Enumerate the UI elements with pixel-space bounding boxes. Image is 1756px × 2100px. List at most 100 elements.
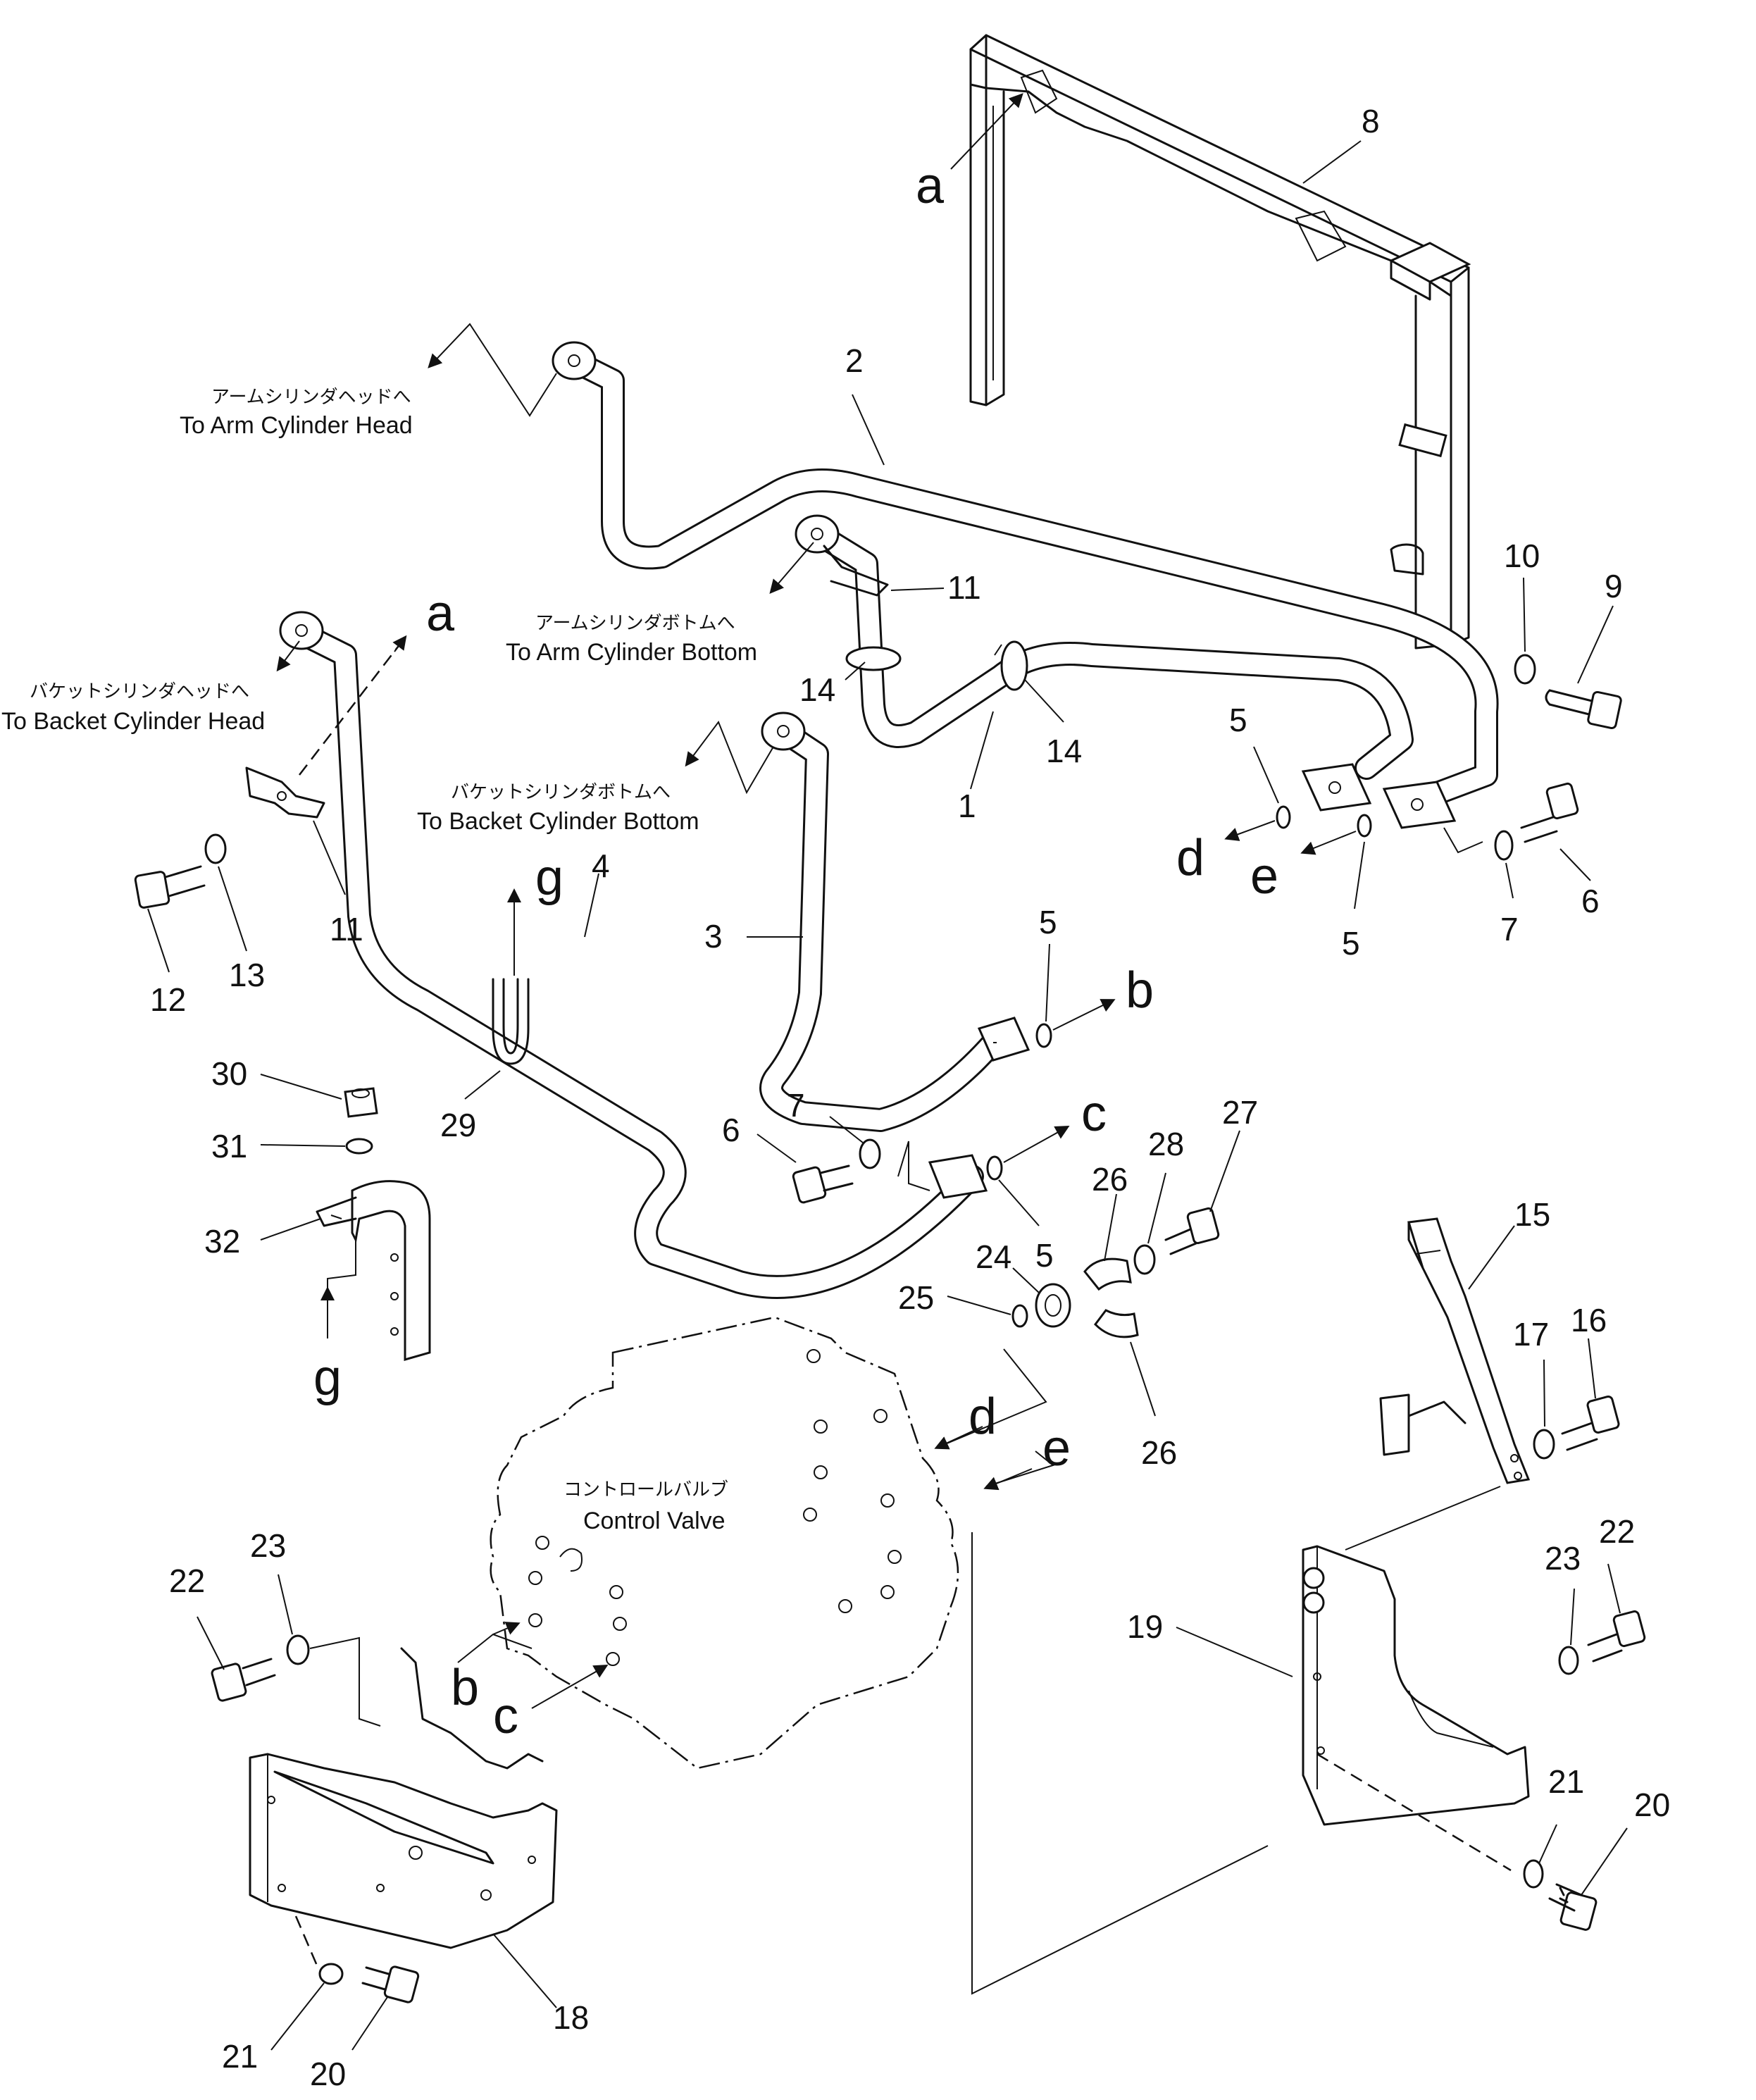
clamp-part-11-lower [245, 766, 325, 819]
washer-part-21-right [1523, 1859, 1544, 1889]
callout-3: 3 [704, 918, 723, 955]
frame-part-8 [969, 34, 1471, 650]
callout-5-c: 5 [1035, 1237, 1054, 1274]
callout-5-d: 5 [1229, 702, 1247, 738]
callout-19: 19 [1127, 1608, 1163, 1645]
callout-4: 4 [592, 847, 610, 884]
part-callouts: 1 2 3 4 5 5 5 5 6 6 7 7 8 9 10 11 11 12 … [150, 103, 1670, 2092]
o-ring-part-25 [1011, 1304, 1028, 1328]
letter-a-clamp: a [426, 585, 455, 642]
label-to-arm-bottom-jp: アームシリンダボトムへ [535, 613, 735, 634]
flange-part-3 [977, 1017, 1030, 1062]
callout-7-right: 7 [1500, 911, 1519, 948]
label-to-bucket-head-en: To Backet Cylinder Head [1, 708, 265, 735]
flange-part-2 [1382, 781, 1457, 829]
callout-13: 13 [229, 957, 265, 993]
letter-g-top: g [535, 850, 563, 906]
washer-part-31 [345, 1138, 373, 1155]
bolt-part-6-right [1520, 782, 1579, 843]
bolt-part-20-right [1548, 1883, 1598, 1931]
callout-8: 8 [1362, 103, 1380, 139]
o-ring-part-5-c [986, 1155, 1003, 1181]
callout-26-upper: 26 [1092, 1161, 1128, 1198]
label-control-valve-en: Control Valve [583, 1508, 726, 1534]
callout-6-right: 6 [1581, 883, 1600, 919]
bolt-part-20-left [361, 1965, 420, 2003]
callout-23-left: 23 [250, 1527, 286, 1564]
callout-18: 18 [553, 1999, 589, 2036]
callout-10: 10 [1504, 538, 1540, 574]
clamp-part-14-upper [845, 646, 902, 671]
label-to-bucket-head-jp: バケットシリンダヘッドへ [30, 681, 249, 702]
u-bolt-part-29 [492, 978, 530, 1065]
callout-28: 28 [1148, 1126, 1184, 1162]
flange-part-4 [928, 1154, 988, 1199]
callout-17: 17 [1513, 1316, 1549, 1353]
callout-21-left: 21 [222, 2038, 258, 2075]
annotation-labels: アームシリンダヘッドへ To Arm Cylinder Head アームシリンダ… [1, 387, 757, 1534]
callout-1: 1 [958, 788, 976, 824]
bracket-part-32 [316, 1180, 431, 1361]
washer-part-23-right [1558, 1646, 1579, 1675]
bolt-part-22-right [1587, 1610, 1646, 1663]
bracket-part-18 [249, 1647, 558, 1949]
washer-part-7-right [1494, 830, 1514, 861]
label-to-arm-bottom-en: To Arm Cylinder Bottom [506, 639, 757, 666]
callout-12: 12 [150, 981, 186, 1018]
callout-14-upper: 14 [799, 671, 835, 708]
o-ring-part-5-b [1035, 1023, 1052, 1048]
washer-part-7-left [859, 1138, 881, 1169]
bolt-part-12 [134, 865, 206, 909]
callout-11-lower: 11 [330, 911, 363, 948]
o-ring-part-5-e [1357, 814, 1372, 838]
callout-2: 2 [845, 342, 864, 379]
letter-b-pipe: b [1126, 962, 1154, 1019]
callout-31: 31 [211, 1128, 247, 1164]
callout-24: 24 [976, 1238, 1011, 1275]
letter-b-valve: b [451, 1660, 479, 1716]
o-ring-part-5-d [1276, 805, 1291, 829]
callout-30: 30 [211, 1055, 247, 1092]
washer-part-13 [204, 833, 227, 864]
label-to-arm-head-jp: アームシリンダヘッドへ [211, 387, 411, 408]
label-control-valve-jp: コントロールバルブ [563, 1479, 728, 1501]
control-valve [490, 1316, 959, 1770]
connection-letters: a a b b c c d d e e g g [313, 158, 1278, 1744]
callout-21-right: 21 [1548, 1763, 1584, 1800]
callout-32: 32 [204, 1223, 240, 1260]
flange-part-1 [1301, 763, 1372, 812]
clamp-part-11-upper [823, 545, 889, 597]
label-to-bucket-bottom-en: To Backet Cylinder Bottom [417, 808, 699, 835]
bolt-part-9 [1545, 689, 1622, 730]
label-to-bucket-bottom-jp: バケットシリンダボトムへ [451, 782, 671, 803]
callout-16: 16 [1571, 1302, 1607, 1338]
bolt-part-22-left [211, 1658, 276, 1702]
split-flange-part-26-lower [1094, 1309, 1139, 1338]
pipe-part-4 [279, 611, 984, 1299]
bracket-part-15 [1379, 1217, 1531, 1484]
callout-15: 15 [1514, 1196, 1550, 1233]
pipe-part-2 [552, 341, 1499, 808]
callout-9: 9 [1605, 568, 1623, 604]
letter-d-valve: d [969, 1388, 997, 1445]
ring-part-24 [1035, 1283, 1071, 1328]
bolt-part-16 [1561, 1395, 1620, 1451]
bolt-part-27 [1164, 1207, 1220, 1255]
letter-e-valve: e [1042, 1420, 1071, 1477]
bolt-part-6-left [792, 1164, 854, 1204]
callout-5-b: 5 [1039, 904, 1057, 940]
label-to-arm-head-en: To Arm Cylinder Head [180, 412, 413, 439]
letter-a-frame: a [916, 158, 945, 214]
washer-part-10 [1514, 654, 1536, 685]
callout-23-right: 23 [1545, 1540, 1581, 1577]
clamp-part-14-lower [994, 640, 1028, 691]
letter-c-valve: c [493, 1688, 518, 1744]
callout-20-right: 20 [1634, 1787, 1670, 1823]
nut-part-30 [344, 1087, 378, 1118]
washer-part-17 [1533, 1429, 1555, 1460]
callout-22-left: 22 [169, 1562, 205, 1599]
pipe-part-1 [795, 514, 1414, 780]
callout-7-left: 7 [787, 1087, 805, 1124]
callout-25: 25 [898, 1279, 934, 1316]
